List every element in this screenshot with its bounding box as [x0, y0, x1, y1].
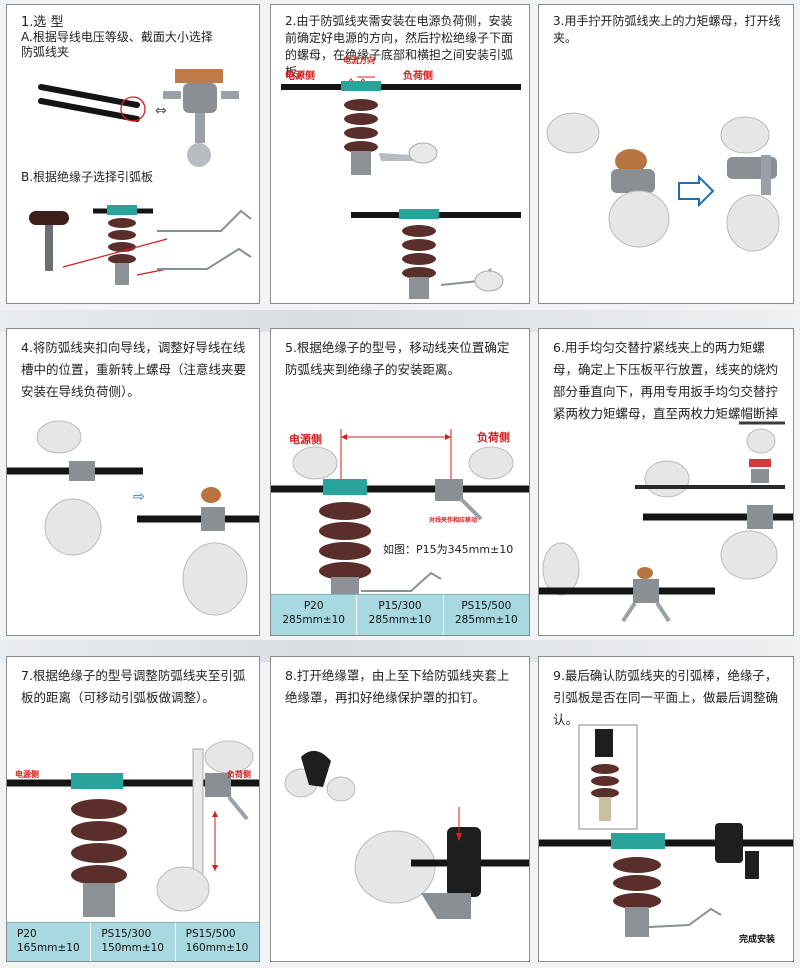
step-5-example: 如图：P15为345mm±10: [383, 543, 514, 556]
step-1-line-a: A.根据导线电压等级、截面大小选择: [21, 30, 213, 44]
step-5-load-label: 负荷侧: [477, 431, 510, 444]
step-5-small-note: 对线夹作相应移动: [429, 517, 478, 524]
step-9-illustration: [539, 724, 793, 937]
svg-text:⇨: ⇨: [133, 489, 145, 505]
step-5-table-cell: P20 285mm±10: [271, 595, 358, 635]
svg-text:⇔: ⇔: [155, 103, 167, 119]
step-1-title: 1.选 型: [21, 15, 64, 30]
step-7-source-label: 电源侧: [15, 769, 39, 779]
step-4-text: 4.将防弧线夹扣向导线，调整好导线在线槽中的位置，重新转上螺母（注意线夹要安装在…: [21, 340, 247, 399]
step-2-text: 2.由于防弧线夹需安装在电源负荷侧，安装前确定好电源的方向，然后拧松绝缘子下面的…: [285, 14, 514, 79]
step-1-line-a2: 防弧线夹: [21, 45, 70, 59]
step-2-direction-label: 电流方向: [343, 55, 375, 65]
step-9-text: 9.最后确认防弧线夹的引弧棒，绝缘子，引弧板是否在同一平面上，做最后调整确认。: [553, 668, 779, 727]
table-model: PS15/500: [185, 928, 236, 940]
step-panel-9: 9.最后确认防弧线夹的引弧棒，绝缘子，引弧板是否在同一平面上，做最后调整确认。 …: [538, 656, 794, 962]
step-1-text: 1.选 型 A.根据导线电压等级、截面大小选择 防弧线夹: [21, 15, 249, 60]
step-4-illustration: ⇨: [7, 420, 259, 616]
step-1-illustration: ⇔: [29, 69, 252, 285]
table-value: 285mm±10: [282, 614, 345, 626]
step-9-footer: 完成安装: [738, 935, 775, 945]
divider-band: [0, 310, 800, 332]
step-6-illustration: [539, 421, 793, 623]
table-value: 165mm±10: [17, 942, 80, 954]
step-3-text: 3.用手拧开防弧线夹上的力矩螺母，打开线夹。: [553, 14, 781, 45]
step-6-text: 6.用手均匀交替拧紧线夹上的两力矩螺母，确定上下压板平行放置，线夹的烧灼部分垂直…: [553, 340, 779, 421]
step-panel-2: 2.由于防弧线夹需安装在电源负荷侧，安装前确定好电源的方向，然后拧松绝缘子下面的…: [270, 4, 530, 304]
table-value: 160mm±10: [185, 942, 249, 954]
step-5-table-cell: P15/300 285mm±10: [357, 595, 444, 635]
step-7-table-cell: P20 165mm±10: [7, 923, 92, 961]
step-2-illustration: [281, 76, 521, 299]
table-model: P20: [17, 928, 37, 940]
step-panel-4: 4.将防弧线夹扣向导线，调整好导线在线槽中的位置，重新转上螺母（注意线夹要安装在…: [6, 328, 260, 636]
step-5-table: P20 285mm±10 P15/300 285mm±10 PS15/500 2…: [271, 594, 529, 635]
step-panel-7: 7.根据绝缘子的型号调整防弧线夹至引弧板的距离（可移动引弧板做调整）。 电源侧 …: [6, 656, 260, 962]
step-7-table-cell: PS15/500 160mm±10: [176, 923, 259, 961]
step-panel-5: 5.根据绝缘子的型号，移动线夹位置确定防弧线夹到绝缘子的安装距离。 电源侧 负荷…: [270, 328, 530, 636]
step-2-load-label: 负荷侧: [403, 71, 433, 82]
step-panel-3: 3.用手拧开防弧线夹上的力矩螺母，打开线夹。: [538, 4, 794, 304]
step-panel-6: 6.用手均匀交替拧紧线夹上的两力矩螺母，确定上下压板平行放置，线夹的烧灼部分垂直…: [538, 328, 794, 636]
table-value: 150mm±10: [101, 942, 164, 954]
step-7-load-label: 负荷侧: [227, 769, 251, 779]
step-panel-8: 8.打开绝缘罩，由上至下给防弧线夹套上绝缘罩，再扣好绝缘保护罩的扣钉。: [270, 656, 530, 962]
step-5-illustration: [271, 429, 529, 601]
table-model: P15/300: [378, 600, 422, 612]
table-model: P20: [303, 600, 324, 612]
table-value: 285mm±10: [368, 614, 432, 626]
table-value: 285mm±10: [454, 614, 518, 626]
step-1-line-b: B.根据绝缘子选择引弧板: [21, 170, 154, 184]
step-8-illustration: [284, 750, 529, 919]
table-model: PS15/300: [101, 928, 152, 940]
step-5-table-cell: PS15/500 285mm±10: [444, 595, 529, 635]
table-model: PS15/500: [461, 600, 512, 612]
step-7-table-cell: PS15/300 150mm±10: [91, 923, 176, 961]
step-7-illustration: [7, 740, 259, 917]
step-7-text: 7.根据绝缘子的型号调整防弧线夹至引弧板的距离（可移动引弧板做调整）。: [21, 668, 246, 705]
step-5-source-label: 电源侧: [289, 433, 322, 446]
step-8-text: 8.打开绝缘罩，由上至下给防弧线夹套上绝缘罩，再扣好绝缘保护罩的扣钉。: [285, 668, 510, 705]
step-2-source-label: 电源侧: [285, 71, 315, 82]
step-5-text: 5.根据绝缘子的型号，移动线夹位置确定防弧线夹到绝缘子的安装距离。: [285, 340, 510, 377]
step-7-table: P20 165mm±10 PS15/300 150mm±10 PS15/500 …: [7, 922, 259, 961]
step-3-illustration: [546, 112, 780, 252]
step-panel-1: 1.选 型 A.根据导线电压等级、截面大小选择 防弧线夹 ⇔: [6, 4, 260, 304]
